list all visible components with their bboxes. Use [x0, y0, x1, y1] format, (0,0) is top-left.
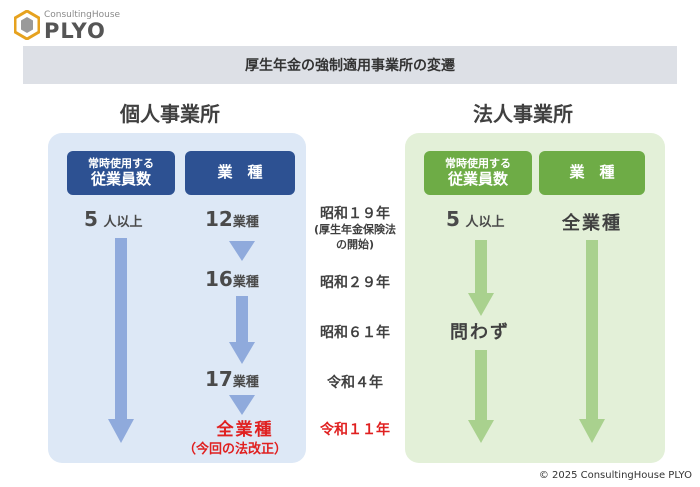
left-heading: 個人事業所 — [120, 102, 220, 126]
right-employees-unit: 人以上 — [465, 215, 505, 230]
all-industries-new: 全業種 — [216, 420, 274, 440]
era-showa-61: 昭和６１年 — [320, 325, 390, 341]
industry-12: 12業種 — [205, 207, 259, 231]
left-employees-unit: 人以上 — [103, 215, 143, 230]
employees-regardless: 問わず — [450, 322, 510, 343]
left-industry-header: 業 種 — [185, 151, 295, 195]
down-arrow-icon — [229, 395, 255, 415]
industry-17-num: 17 — [205, 367, 233, 391]
law-amendment-note: （今回の法改正） — [182, 442, 287, 457]
industry-12-num: 12 — [205, 207, 233, 231]
logo-hexagon-icon — [14, 10, 40, 40]
copyright: © 2025 ConsultingHouse PLYO — [538, 470, 692, 481]
era-showa-19-note2: の開始) — [335, 238, 375, 251]
right-employees-header: 常時使用する 従業員数 — [424, 151, 532, 195]
industry-17: 17業種 — [205, 367, 259, 391]
page-title: 厚生年金の強制適用事業所の変遷 — [23, 46, 677, 84]
era-showa-19: 昭和１９年 — [320, 206, 390, 222]
down-arrow-icon — [468, 350, 494, 443]
right-employees-header-line1: 常時使用する — [445, 157, 511, 171]
era-reiwa-11: 令和１１年 — [320, 422, 390, 438]
down-arrow-icon — [579, 240, 605, 443]
right-employees-header-line2: 従業員数 — [447, 169, 508, 188]
era-showa-19-note1: (厚生年金保険法 — [313, 223, 397, 236]
right-industry-header-label: 業 種 — [569, 163, 615, 182]
right-heading: 法人事業所 — [473, 102, 573, 126]
right-employees-value: 5 人以上 — [446, 207, 505, 231]
industry-17-unit: 業種 — [232, 375, 259, 390]
down-arrow-icon — [468, 240, 494, 316]
industry-16-unit: 業種 — [232, 275, 259, 290]
right-all-industries: 全業種 — [562, 213, 622, 234]
left-employees-value: 5 人以上 — [84, 207, 143, 231]
down-arrow-icon — [229, 296, 255, 364]
left-employees-header: 常時使用する 従業員数 — [67, 151, 175, 195]
industry-16: 16業種 — [205, 267, 259, 291]
right-industry-header: 業 種 — [539, 151, 645, 195]
industry-12-unit: 業種 — [232, 215, 259, 230]
era-reiwa-4: 令和４年 — [327, 375, 383, 391]
right-employees-num: 5 — [446, 207, 460, 231]
logo-wordmark: PLYO — [44, 19, 106, 43]
left-employees-header-line2: 従業員数 — [90, 169, 151, 188]
era-showa-29: 昭和２９年 — [320, 275, 390, 291]
logo: ConsultingHouse PLYO — [14, 8, 134, 43]
industry-16-num: 16 — [205, 267, 233, 291]
left-employees-header-line1: 常時使用する — [88, 157, 154, 171]
logo-subtitle: ConsultingHouse — [44, 10, 121, 20]
left-industry-header-label: 業 種 — [217, 163, 263, 182]
left-employees-num: 5 — [84, 207, 98, 231]
down-arrow-icon — [108, 238, 134, 443]
down-arrow-icon — [229, 241, 255, 261]
